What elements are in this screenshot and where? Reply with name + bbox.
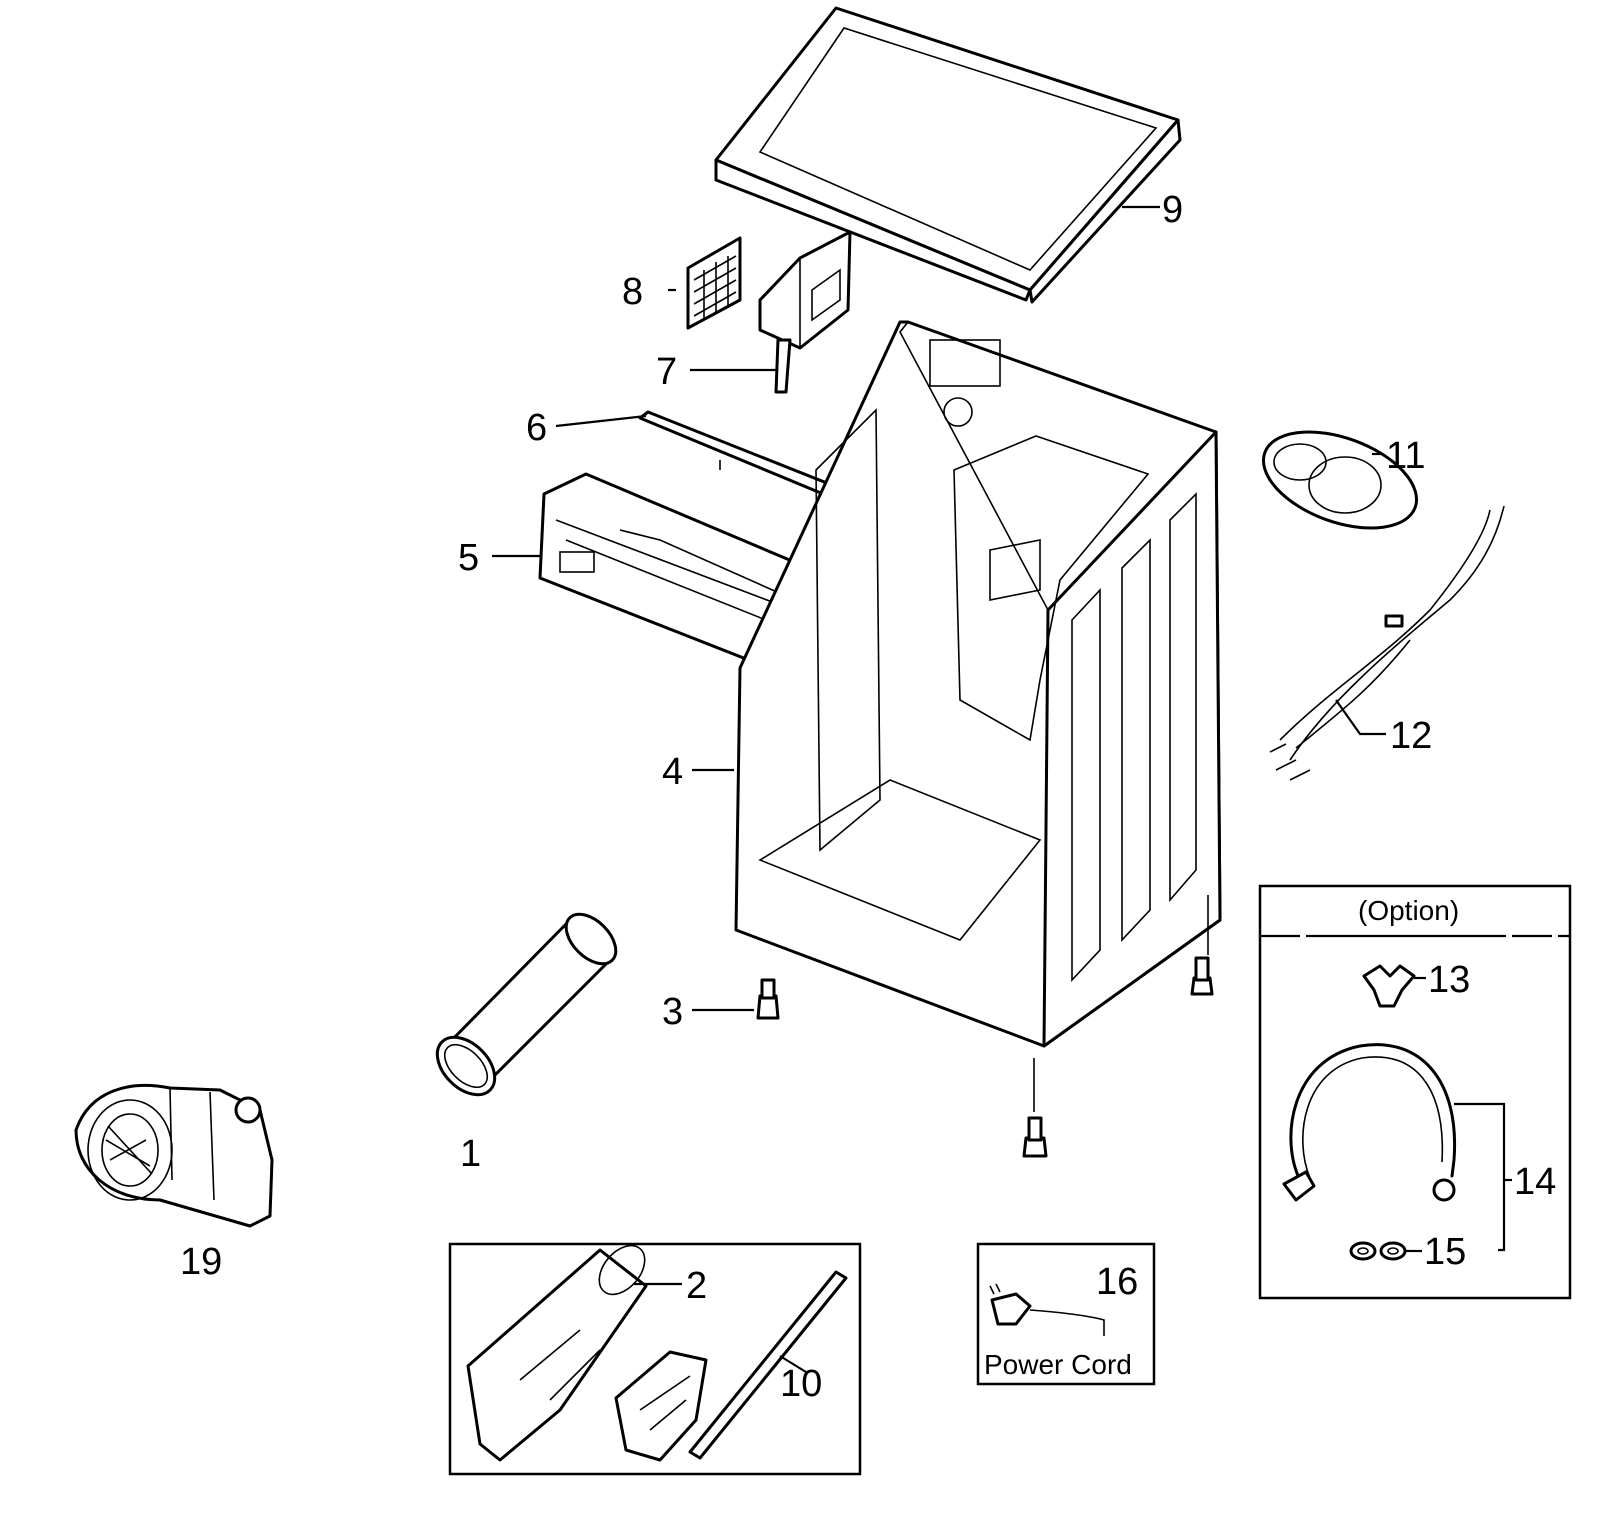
option-box-title: (Option)	[1358, 895, 1459, 926]
part-9-top-cover	[714, 6, 1182, 304]
part-14-hose	[1282, 1043, 1457, 1202]
part-2-heater-drum	[466, 1244, 648, 1462]
callout-13: 13	[1428, 959, 1470, 1001]
power-cord-box	[976, 1242, 1156, 1386]
callout-9: 9	[1162, 189, 1183, 231]
part-16-power-cord	[989, 1283, 1105, 1336]
callout-2: 2	[686, 1265, 707, 1307]
part-13-y-connector	[1362, 964, 1416, 1008]
callout-7: 7	[656, 351, 677, 393]
callout-14: 14	[1514, 1161, 1556, 1203]
part-7-bracket	[758, 230, 852, 394]
option-box	[1258, 884, 1572, 1300]
part-10-rod	[688, 1270, 848, 1460]
callout-11: 11	[1386, 435, 1425, 477]
part-15-washers	[1349, 1241, 1407, 1261]
leader-lines	[492, 205, 1512, 1373]
callout-labels: 9 8 7 6 5 4 3 1 19 11 12 (Option) 13 14 …	[180, 189, 1556, 1405]
thermostat-assembly	[614, 1350, 708, 1462]
callout-8: 8	[622, 271, 643, 313]
part-11-gasket	[1261, 430, 1419, 530]
power-cord-caption: Power Cord	[984, 1349, 1132, 1380]
callout-3: 3	[662, 991, 683, 1033]
cabinet	[734, 320, 1222, 1048]
part-12-harness	[1269, 505, 1505, 781]
part-1-duct	[435, 912, 618, 1097]
callout-19: 19	[180, 1241, 222, 1283]
callout-1: 1	[460, 1133, 481, 1175]
callout-4: 4	[662, 751, 683, 793]
callout-10: 10	[780, 1363, 822, 1405]
part-3-foot	[756, 978, 780, 1020]
callout-12: 12	[1390, 715, 1432, 757]
callout-15: 15	[1424, 1231, 1466, 1273]
callout-16: 16	[1096, 1261, 1138, 1303]
callout-5: 5	[458, 537, 479, 579]
part-19-fan-housing	[74, 1084, 274, 1228]
foot-bottom	[1022, 1116, 1048, 1158]
drum-heater-box	[448, 1242, 862, 1476]
foot-right	[1190, 956, 1214, 996]
part-8-filter	[686, 236, 742, 330]
callout-6: 6	[526, 407, 547, 449]
